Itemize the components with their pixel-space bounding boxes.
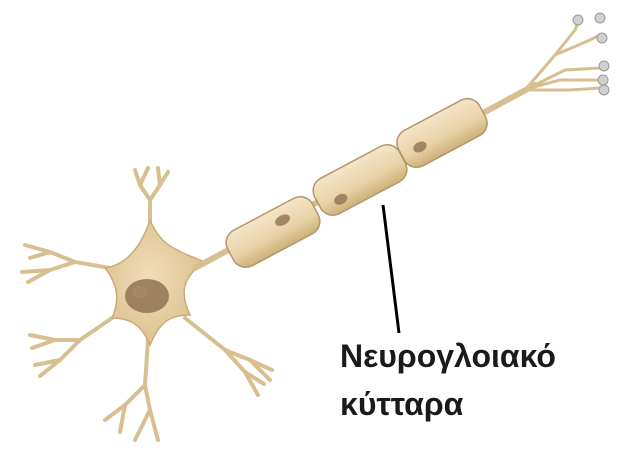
- glial-cell-label-line-1: Νευρογλοιακό: [340, 340, 556, 372]
- label-pointer-line: [383, 205, 399, 333]
- myelin-sheath-segment-1: [221, 192, 325, 272]
- glial-cell-label-line-2: κύτταρα: [340, 388, 463, 420]
- terminal-buttons: [573, 13, 609, 95]
- axon-terminals: [525, 18, 600, 90]
- nucleus: [125, 279, 169, 313]
- myelin-sheath-segment-3: [392, 94, 492, 173]
- myelin-sheath-segment-2: [308, 140, 412, 220]
